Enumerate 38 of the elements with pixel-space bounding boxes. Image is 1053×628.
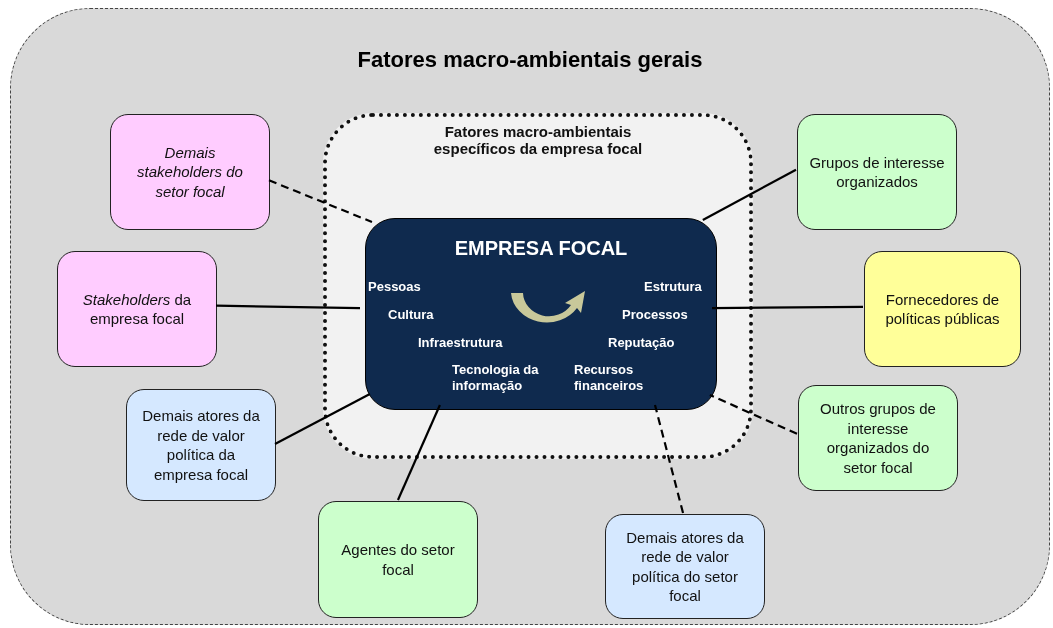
company-title: EMPRESA FOCAL [453,237,629,260]
resource-label: Processos [622,307,688,324]
dashed-connector [268,179,373,224]
stakeholder-box [798,385,958,491]
stakeholder-box [864,251,1021,367]
resource-label: Cultura [388,307,434,324]
node-label: Demais atores da rede de valor política do setor focal [625,527,745,606]
resource-label: Infraestrutura [418,335,503,352]
connector-line [396,404,441,501]
region-title: Fatores macro-ambientais gerais [356,47,704,73]
stakeholder-box [126,389,276,501]
connector-line [712,305,863,310]
stakeholder-box [318,501,478,618]
resource-label: Recursos financeiros [574,362,645,395]
connector-line [216,304,360,310]
stakeholder-box [110,114,270,230]
connector-line [274,393,371,445]
resource-label: Pessoas [368,279,421,296]
node-label: Agentes do setor focal [340,540,456,579]
dashed-connector [709,394,798,435]
node-label: Stakeholders da empresa focal [81,289,193,329]
node-label: Outros grupos de interesse organizados do setor focal [819,399,937,477]
node-label: Grupos de interesse organizados [808,152,946,192]
node-label: Fornecedores de políticas públicas [884,289,1001,329]
node-label: Demais stakeholders do setor focal [136,142,244,202]
node-label: Demais atores da rede de valor política da empresa focal [141,406,261,484]
connector-line [702,168,797,221]
stakeholder-box [797,114,957,230]
dashed-connector [653,404,685,514]
resource-label: Reputação [608,335,675,352]
company-environment-region [323,113,753,459]
company-box [365,218,717,410]
resource-label: Tecnologia da informação [452,362,540,395]
region-title: Fatores macro-ambientais específicos da empresa focal [432,123,644,157]
resource-label: Estrutura [644,279,702,296]
stakeholder-box [57,251,217,367]
environment-region [10,8,1050,625]
stakeholder-box [605,514,765,619]
